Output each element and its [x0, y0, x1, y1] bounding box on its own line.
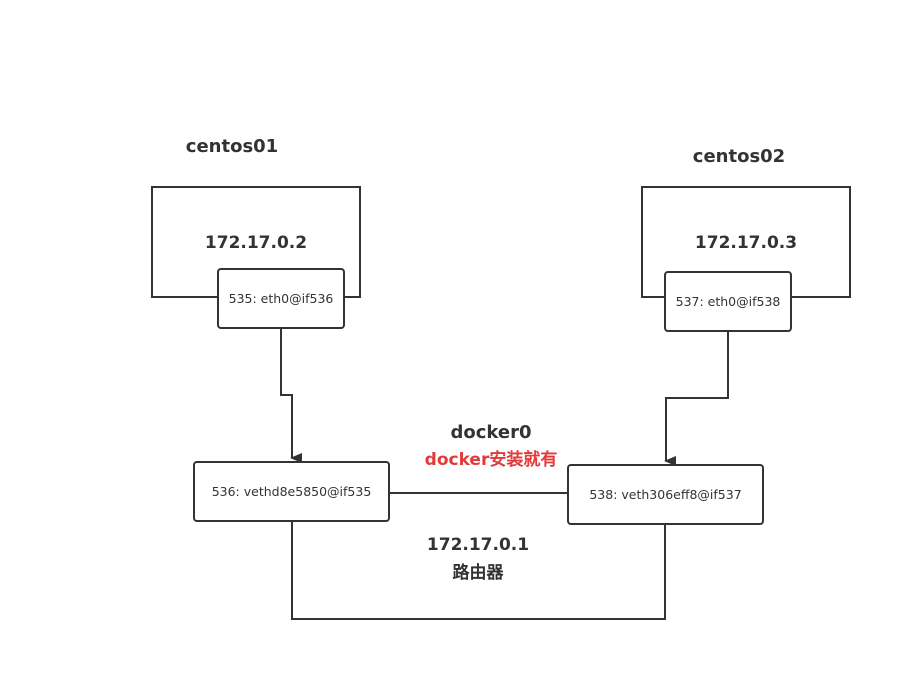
container-name-centos01: centos01 — [185, 136, 279, 157]
bridge-ip: 172.17.0.1 — [426, 535, 530, 555]
veth-right: 538: veth306eff8@if537 — [567, 464, 764, 525]
bridge-note: docker安装就有 — [424, 450, 558, 470]
interface-eth0-centos01: 535: eth0@if536 — [217, 268, 345, 329]
bridge-name: docker0 — [450, 422, 532, 443]
container-name-centos02: centos02 — [692, 146, 786, 167]
link-eth0-left-to-veth-left — [280, 328, 302, 463]
bridge-role: 路由器 — [452, 563, 504, 583]
link-eth0-right-to-veth-right — [664, 331, 729, 466]
veth-left: 536: vethd8e5850@if535 — [193, 461, 390, 522]
container-ip-centos01: 172.17.0.2 — [204, 233, 308, 253]
bridge-loop — [291, 521, 666, 620]
interface-eth0-centos02: 537: eth0@if538 — [664, 271, 792, 332]
container-ip-centos02: 172.17.0.3 — [694, 233, 798, 253]
